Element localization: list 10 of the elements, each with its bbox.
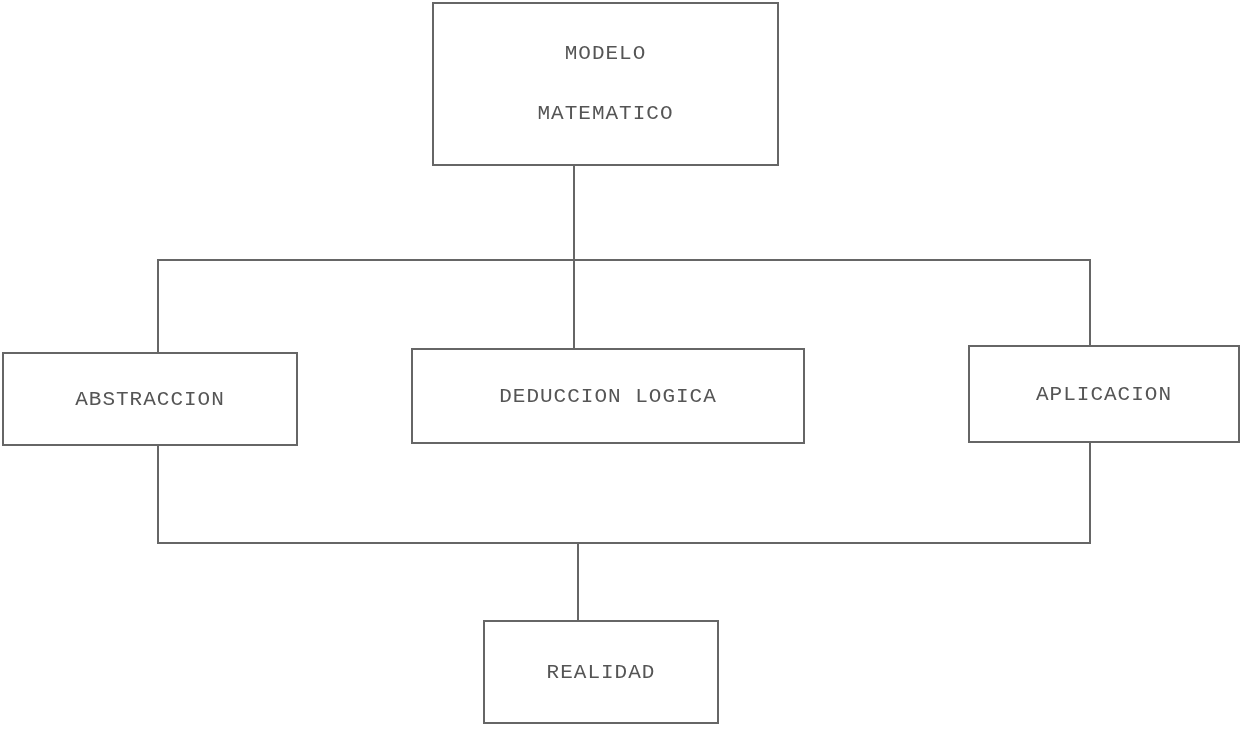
node-label: DEDUCCION LOGICA (499, 384, 717, 408)
text-box (432, 2, 779, 166)
text-box (483, 620, 719, 724)
text-box (968, 345, 1240, 443)
node-label: APLICACION (1036, 382, 1172, 406)
node-label: REALIDAD (546, 660, 656, 684)
node-label: ABSTRACCION (75, 387, 225, 411)
node-label: MODELO MATEMATICO (537, 41, 674, 127)
text-box (2, 352, 298, 446)
text-box (411, 348, 805, 444)
